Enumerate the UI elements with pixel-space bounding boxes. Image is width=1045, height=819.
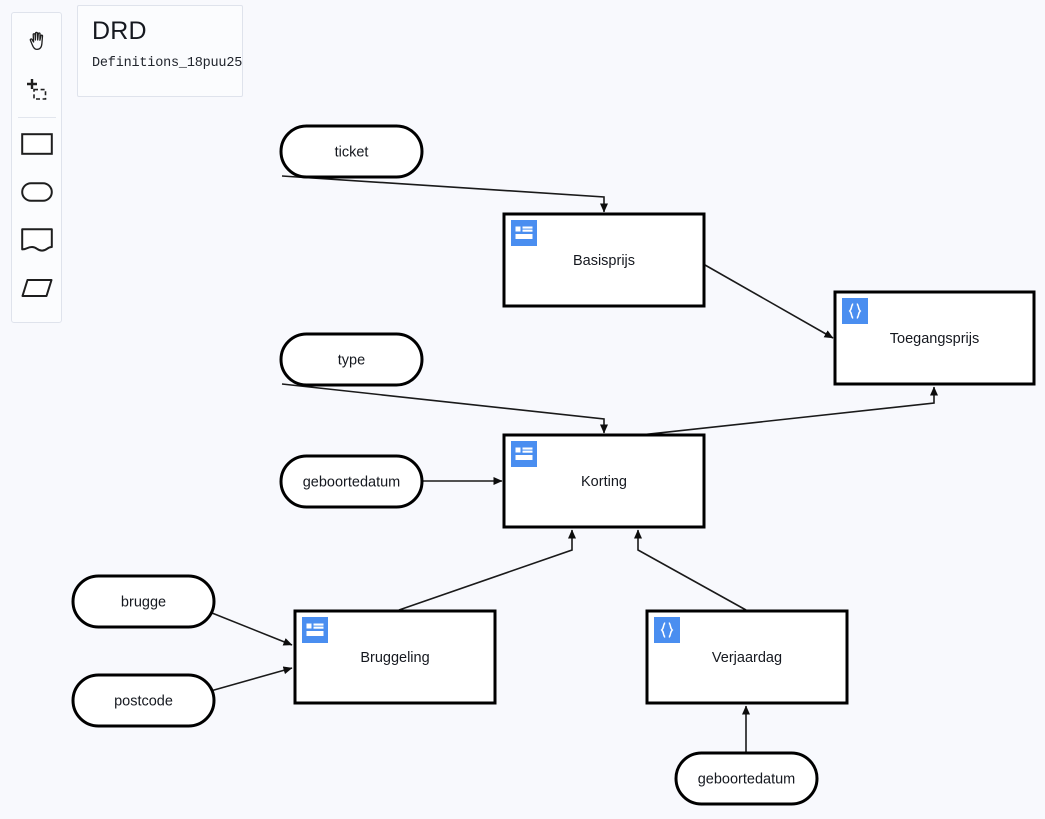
lasso-tool-button[interactable] [15, 67, 59, 115]
decision-shape[interactable] [293, 609, 497, 705]
node-label: postcode [114, 693, 173, 709]
create-input-data-button[interactable] [15, 170, 59, 218]
information-requirement-arrow[interactable] [621, 386, 938, 438]
information-requirement-arrow[interactable] [281, 383, 608, 434]
information-requirement-arrow[interactable] [704, 264, 834, 339]
node-ticket[interactable]: ticket [279, 124, 424, 179]
input-data-shape[interactable] [279, 332, 424, 387]
hand-icon [24, 28, 50, 59]
edge-bruggeling-to-korting[interactable] [398, 529, 576, 611]
drd-definitions-id: Definitions_18puu25 [92, 56, 243, 72]
knowledge-source-icon [20, 227, 53, 257]
edge-postcode-to-bruggeling[interactable] [206, 666, 293, 693]
input-data-shape[interactable] [674, 751, 819, 806]
drd-title: DRD [92, 17, 147, 45]
decision-table-icon[interactable] [302, 617, 328, 643]
node-label: Toegangsprijs [890, 331, 979, 347]
input-data-shape[interactable] [71, 574, 216, 629]
node-toegangsprijs[interactable]: Toegangsprijs [833, 290, 1036, 386]
create-knowledge-source-button[interactable] [15, 218, 59, 266]
node-label: ticket [335, 144, 369, 160]
information-requirement-arrow[interactable] [634, 529, 747, 611]
node-brugge[interactable]: brugge [71, 574, 216, 629]
node-verjaardag[interactable]: Verjaardag [645, 609, 849, 705]
edge-verjaardag-to-korting[interactable] [634, 529, 747, 611]
decision-shape[interactable] [645, 609, 849, 705]
edge-korting-to-toegangsprijs[interactable] [621, 386, 938, 438]
input-data-shape[interactable] [71, 673, 216, 728]
information-requirement-arrow[interactable] [398, 529, 576, 611]
node-label: Basisprijs [573, 253, 635, 269]
hand-tool-button[interactable] [15, 19, 59, 67]
literal-expression-icon[interactable] [654, 617, 680, 643]
decision-rect-icon [20, 132, 53, 160]
business-knowledge-model-icon [21, 278, 53, 303]
lasso-icon [23, 75, 51, 108]
palette-divider [17, 117, 56, 118]
create-decision-button[interactable] [15, 122, 59, 170]
node-geboortedatum_2[interactable]: geboortedatum [674, 751, 819, 806]
node-postcode[interactable]: postcode [71, 673, 216, 728]
node-bruggeling[interactable]: Bruggeling [293, 609, 497, 705]
decision-table-icon[interactable] [511, 441, 537, 467]
node-label: Bruggeling [360, 650, 429, 666]
edge-basisprijs-to-toegangsprijs[interactable] [704, 264, 834, 339]
create-business-knowledge-model-button[interactable] [15, 266, 59, 314]
node-label: brugge [121, 594, 166, 610]
decision-shape[interactable] [502, 212, 706, 308]
edge-ticket-to-basisprijs[interactable] [281, 175, 608, 213]
node-label: geboortedatum [698, 771, 796, 787]
input-data-icon [20, 181, 53, 207]
edge-brugge-to-bruggeling[interactable] [206, 610, 293, 646]
information-requirement-arrow[interactable] [206, 610, 293, 646]
node-label: type [338, 352, 365, 368]
node-label: Verjaardag [712, 650, 782, 666]
node-basisprijs[interactable]: Basisprijs [502, 212, 706, 308]
node-label: geboortedatum [303, 474, 401, 490]
tool-palette[interactable] [11, 12, 62, 323]
decision-shape[interactable] [502, 433, 706, 529]
literal-expression-icon[interactable] [842, 298, 868, 324]
node-type[interactable]: type [279, 332, 424, 387]
information-requirement-arrow[interactable] [206, 666, 293, 693]
decision-table-icon[interactable] [511, 220, 537, 246]
node-korting[interactable]: Korting [502, 433, 706, 529]
edges-layer [206, 175, 938, 752]
information-requirement-arrow[interactable] [281, 175, 608, 213]
node-label: Korting [581, 474, 627, 490]
drd-info-panel: DRD Definitions_18puu25 [77, 5, 243, 97]
decision-shape[interactable] [833, 290, 1036, 386]
edge-type-to-korting[interactable] [281, 383, 608, 434]
input-data-shape[interactable] [279, 124, 424, 179]
node-geboortedatum_1[interactable]: geboortedatum [279, 454, 424, 509]
input-data-shape[interactable] [279, 454, 424, 509]
